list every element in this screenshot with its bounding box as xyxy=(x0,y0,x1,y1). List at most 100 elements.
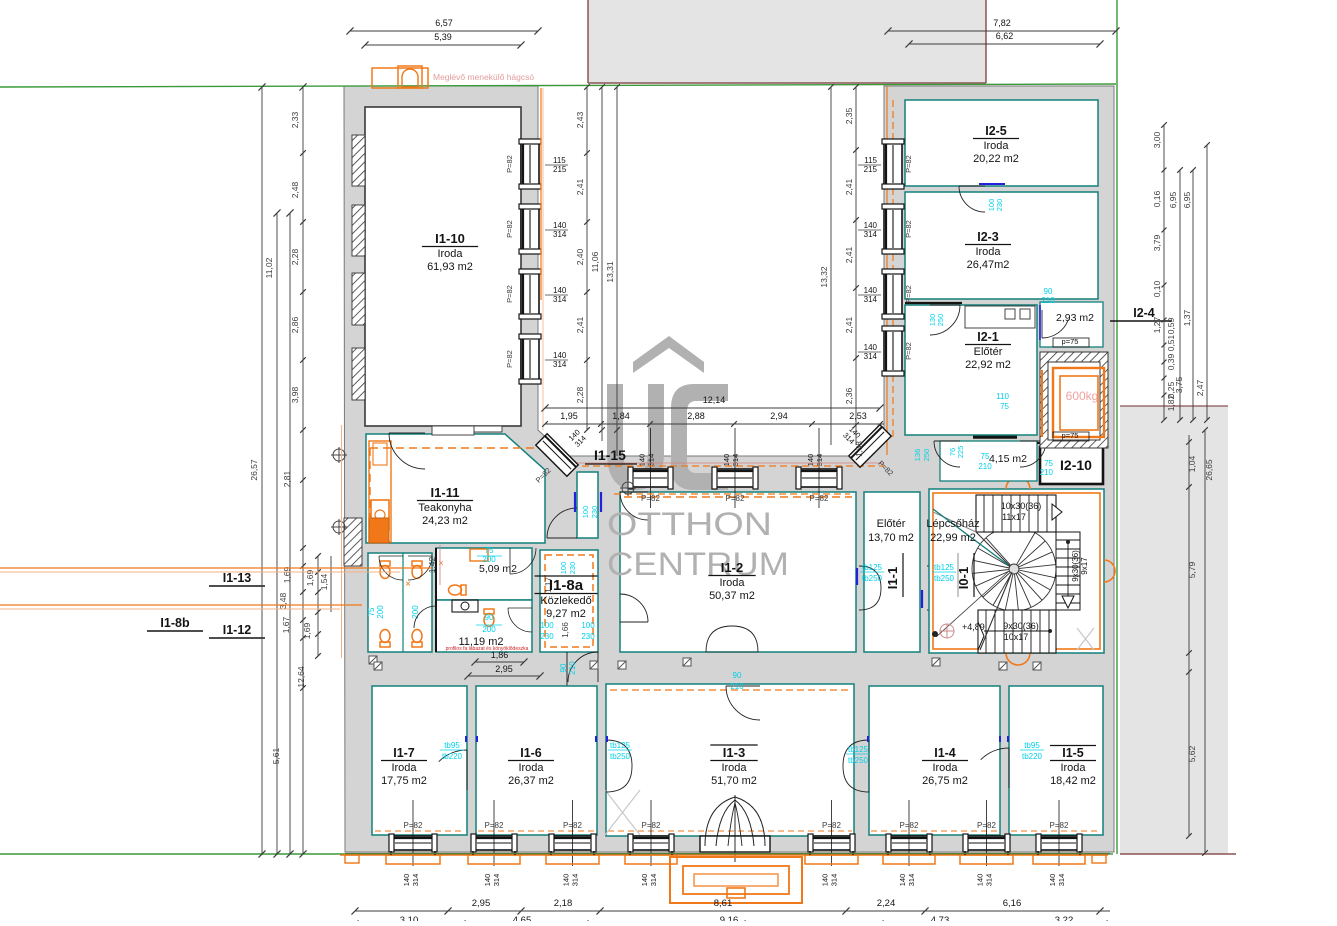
svg-text:130: 130 xyxy=(928,314,937,327)
svg-text:6,16: 6,16 xyxy=(1003,898,1022,909)
svg-text:0,39: 0,39 xyxy=(1166,353,1176,370)
svg-text:26,57: 26,57 xyxy=(249,459,259,481)
svg-text:P=82: P=82 xyxy=(505,285,514,303)
svg-text:tb250: tb250 xyxy=(934,574,955,583)
svg-text:75: 75 xyxy=(485,546,494,555)
svg-text:3,10: 3,10 xyxy=(400,915,419,921)
svg-text:I1-4: I1-4 xyxy=(934,746,956,760)
svg-text:225: 225 xyxy=(956,446,965,459)
svg-text:9,27 m2: 9,27 m2 xyxy=(546,608,586,620)
svg-text:210: 210 xyxy=(1041,296,1055,305)
svg-text:22,99 m2: 22,99 m2 xyxy=(930,532,976,544)
svg-text:140: 140 xyxy=(638,454,647,467)
svg-text:tb125: tb125 xyxy=(862,563,883,572)
svg-text:I1-3: I1-3 xyxy=(723,745,745,760)
svg-text:Meglévő menekülő hágcsó: Meglévő menekülő hágcsó xyxy=(433,72,534,82)
svg-text:18,42 m2: 18,42 m2 xyxy=(1050,775,1096,787)
svg-text:2,28: 2,28 xyxy=(575,386,585,403)
svg-text:314: 314 xyxy=(985,874,994,887)
svg-text:5,62: 5,62 xyxy=(1187,745,1197,762)
svg-text:314: 314 xyxy=(864,230,878,239)
svg-text:10x30(36): 10x30(36) xyxy=(1001,501,1042,511)
svg-text:9x17: 9x17 xyxy=(1080,557,1089,575)
svg-text:200: 200 xyxy=(411,605,420,619)
svg-text:11,19 m2: 11,19 m2 xyxy=(458,636,503,648)
svg-text:4,73: 4,73 xyxy=(931,915,950,921)
svg-text:314: 314 xyxy=(830,874,839,887)
svg-text:5,61: 5,61 xyxy=(271,747,281,764)
svg-text:6,95: 6,95 xyxy=(1182,191,1192,208)
svg-text:51,70 m2: 51,70 m2 xyxy=(711,775,757,787)
svg-text:I2-5: I2-5 xyxy=(985,124,1007,138)
svg-text:11x17: 11x17 xyxy=(1002,512,1026,522)
svg-text:p=75: p=75 xyxy=(1062,337,1079,346)
svg-text:1,38: 1,38 xyxy=(855,441,864,457)
svg-text:24,23 m2: 24,23 m2 xyxy=(422,515,468,527)
svg-text:I2-4: I2-4 xyxy=(1133,306,1155,320)
svg-text:140: 140 xyxy=(1048,874,1057,887)
svg-text:140: 140 xyxy=(553,351,567,360)
svg-text:I0-1: I0-1 xyxy=(956,567,971,589)
svg-text:314: 314 xyxy=(907,874,916,887)
svg-text:Iroda: Iroda xyxy=(932,762,958,774)
svg-text:0,16: 0,16 xyxy=(1152,190,1162,207)
svg-text:3,00: 3,00 xyxy=(1152,131,1162,148)
svg-text:1,27: 1,27 xyxy=(1152,316,1162,333)
svg-text:1,54: 1,54 xyxy=(319,573,329,590)
svg-text:5,79: 5,79 xyxy=(1187,561,1197,578)
svg-text:26,47m2: 26,47m2 xyxy=(967,259,1010,271)
svg-text:200: 200 xyxy=(482,555,496,564)
svg-text:2,40: 2,40 xyxy=(575,248,585,265)
svg-text:Teakonyha: Teakonyha xyxy=(418,502,472,514)
svg-text:314: 314 xyxy=(553,230,567,239)
svg-text:6,95: 6,95 xyxy=(1168,191,1178,208)
svg-text:tb250: tb250 xyxy=(862,574,883,583)
svg-text:140: 140 xyxy=(722,454,731,467)
svg-text:1,04: 1,04 xyxy=(1187,455,1197,472)
svg-text:2,33: 2,33 xyxy=(290,111,300,128)
svg-text:140: 140 xyxy=(864,221,878,230)
svg-text:p=75: p=75 xyxy=(1062,431,1079,440)
svg-text:I1-7: I1-7 xyxy=(393,746,415,760)
svg-text:1,17: 1,17 xyxy=(544,577,553,593)
svg-text:tb250: tb250 xyxy=(848,756,869,765)
svg-text:90: 90 xyxy=(733,671,742,680)
svg-text:2,18: 2,18 xyxy=(554,898,573,909)
svg-text:P=82: P=82 xyxy=(505,155,514,173)
svg-text:230: 230 xyxy=(568,562,577,575)
svg-text:Előtér: Előtér xyxy=(877,518,906,530)
svg-text:3,22: 3,22 xyxy=(1055,915,1074,921)
svg-text:I1-2: I1-2 xyxy=(721,560,743,575)
svg-text:P=82: P=82 xyxy=(904,220,913,238)
svg-text:Iroda: Iroda xyxy=(437,248,463,260)
svg-text:90: 90 xyxy=(559,663,568,672)
svg-text:5,39: 5,39 xyxy=(434,32,452,42)
svg-text:4,15 m2: 4,15 m2 xyxy=(989,453,1027,465)
svg-text:0,59: 0,59 xyxy=(1166,317,1176,334)
svg-text:1,95: 1,95 xyxy=(560,411,578,421)
svg-text:Közlekedő: Közlekedő xyxy=(540,595,591,607)
svg-text:314: 314 xyxy=(815,454,824,467)
svg-text:9x30(36): 9x30(36) xyxy=(1071,550,1080,582)
svg-text:tb220: tb220 xyxy=(442,752,463,761)
svg-text:230: 230 xyxy=(590,506,599,519)
svg-text:314: 314 xyxy=(492,874,501,887)
svg-text:100: 100 xyxy=(581,506,590,519)
svg-text:250: 250 xyxy=(922,449,931,462)
svg-text:0,51: 0,51 xyxy=(1166,334,1176,351)
svg-text:Iroda: Iroda xyxy=(721,762,747,774)
svg-text:215: 215 xyxy=(553,165,567,174)
svg-text:5,09 m2: 5,09 m2 xyxy=(479,563,517,575)
svg-text:Iroda: Iroda xyxy=(983,140,1009,152)
svg-text:200: 200 xyxy=(376,605,385,619)
svg-text:110: 110 xyxy=(996,392,1009,401)
svg-text:200: 200 xyxy=(482,625,496,634)
svg-text:P=82: P=82 xyxy=(505,350,514,368)
svg-text:10x17: 10x17 xyxy=(1004,632,1029,642)
svg-text:140: 140 xyxy=(821,874,830,887)
svg-text:140: 140 xyxy=(898,874,907,887)
svg-text:61,93 m2: 61,93 m2 xyxy=(427,261,473,273)
svg-text:250: 250 xyxy=(936,314,945,327)
svg-text:1,69: 1,69 xyxy=(302,622,312,639)
svg-text:210: 210 xyxy=(1040,468,1054,477)
